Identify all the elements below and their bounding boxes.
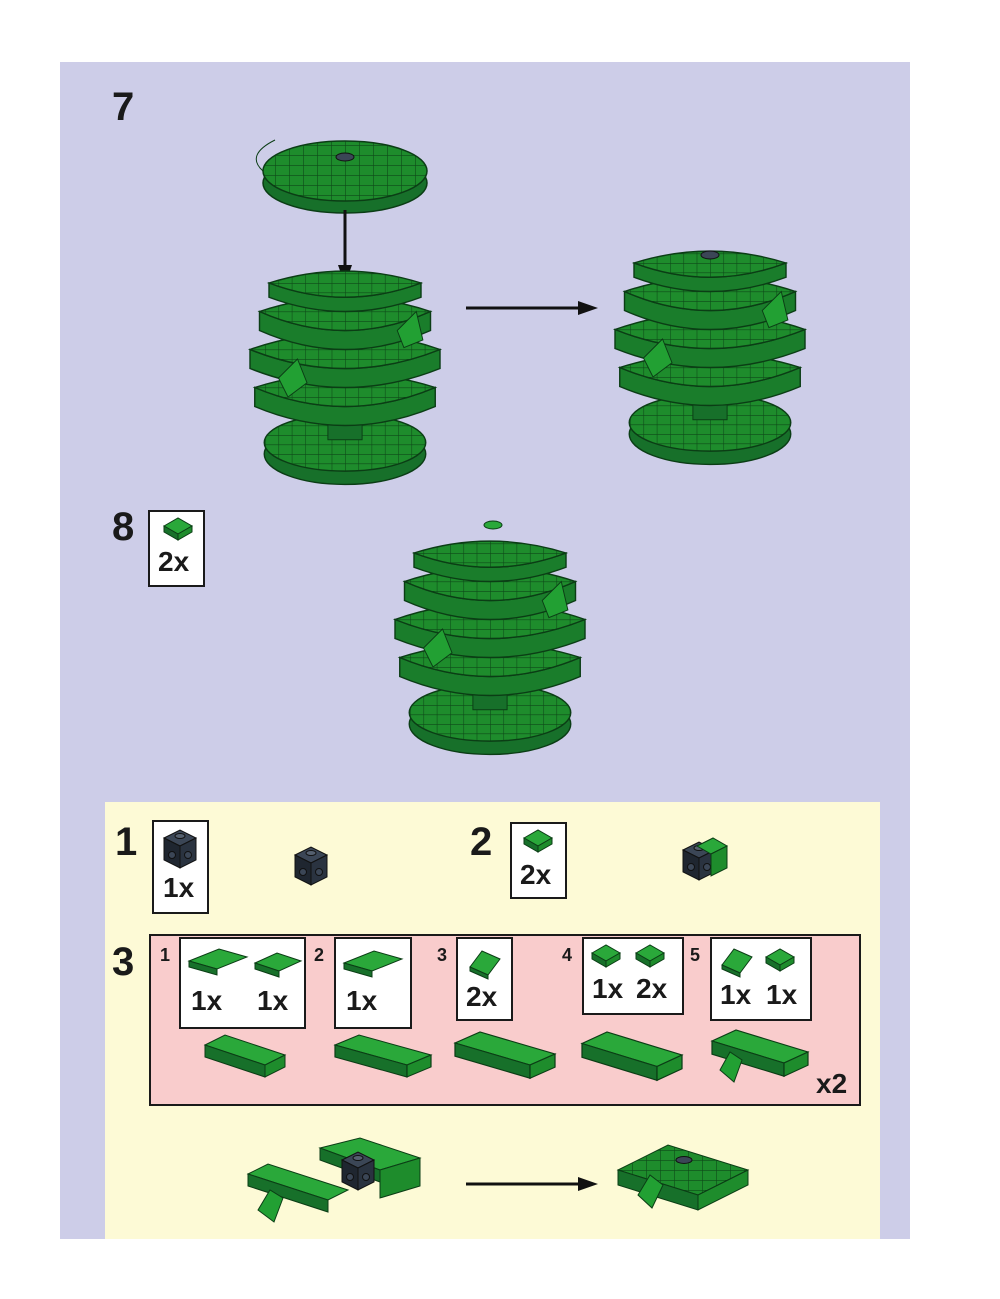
sub-step-3-number: 3 — [112, 940, 135, 984]
substep-5-parts-callout: 1x 1x — [710, 937, 812, 1021]
sub-step-2-parts-callout: 2x — [510, 822, 567, 899]
green-slope-icon — [721, 948, 753, 978]
green-plate-1x3-icon — [342, 950, 404, 978]
substep-5-qty-b: 1x — [766, 979, 798, 1010]
multiplier-label: x2 — [816, 1068, 848, 1099]
substep-1-qty-b: 1x — [257, 985, 289, 1016]
green-slope-icon — [469, 950, 501, 980]
sub-step-2-number: 2 — [470, 820, 493, 864]
sub-step-2-qty: 2x — [520, 859, 552, 890]
sub-step-1-parts-callout: 1x — [152, 820, 209, 914]
substep-2-number: 2 — [314, 945, 325, 965]
sub-step-1-number: 1 — [115, 820, 138, 864]
green-plate-1x3-icon — [187, 948, 249, 976]
substep-3-qty-a: 2x — [466, 981, 498, 1012]
substep-2-qty-a: 1x — [346, 985, 378, 1016]
step-8-parts-callout: 2x — [148, 510, 205, 587]
substep-5-number: 5 — [690, 945, 701, 965]
substep-4-qty-a: 1x — [592, 973, 624, 1004]
sub-step-1-qty: 1x — [163, 872, 195, 903]
substep-2-parts-callout: 1x — [334, 937, 412, 1029]
brick-with-plates-model — [682, 837, 729, 881]
step-7-number: 7 — [112, 85, 135, 129]
substep-1-qty-a: 1x — [191, 985, 223, 1016]
substep-4-qty-b: 2x — [636, 973, 668, 1004]
substep-3-parts-callout: 2x — [456, 937, 513, 1021]
step-8-number: 8 — [112, 505, 135, 549]
substep-4-parts-callout: 1x 2x — [582, 937, 684, 1015]
substep-5-model — [711, 1029, 809, 1083]
substep-4-number: 4 — [562, 945, 573, 965]
step-8-qty: 2x — [158, 546, 190, 577]
substep-1-parts-callout: 1x 1x — [179, 937, 306, 1029]
substep-1-number: 1 — [160, 945, 171, 965]
green-plate-1x2-icon — [253, 952, 303, 978]
substep-5-qty-a: 1x — [720, 979, 752, 1010]
canopy-top-piece — [255, 139, 428, 214]
substep-3-number: 3 — [437, 945, 448, 965]
